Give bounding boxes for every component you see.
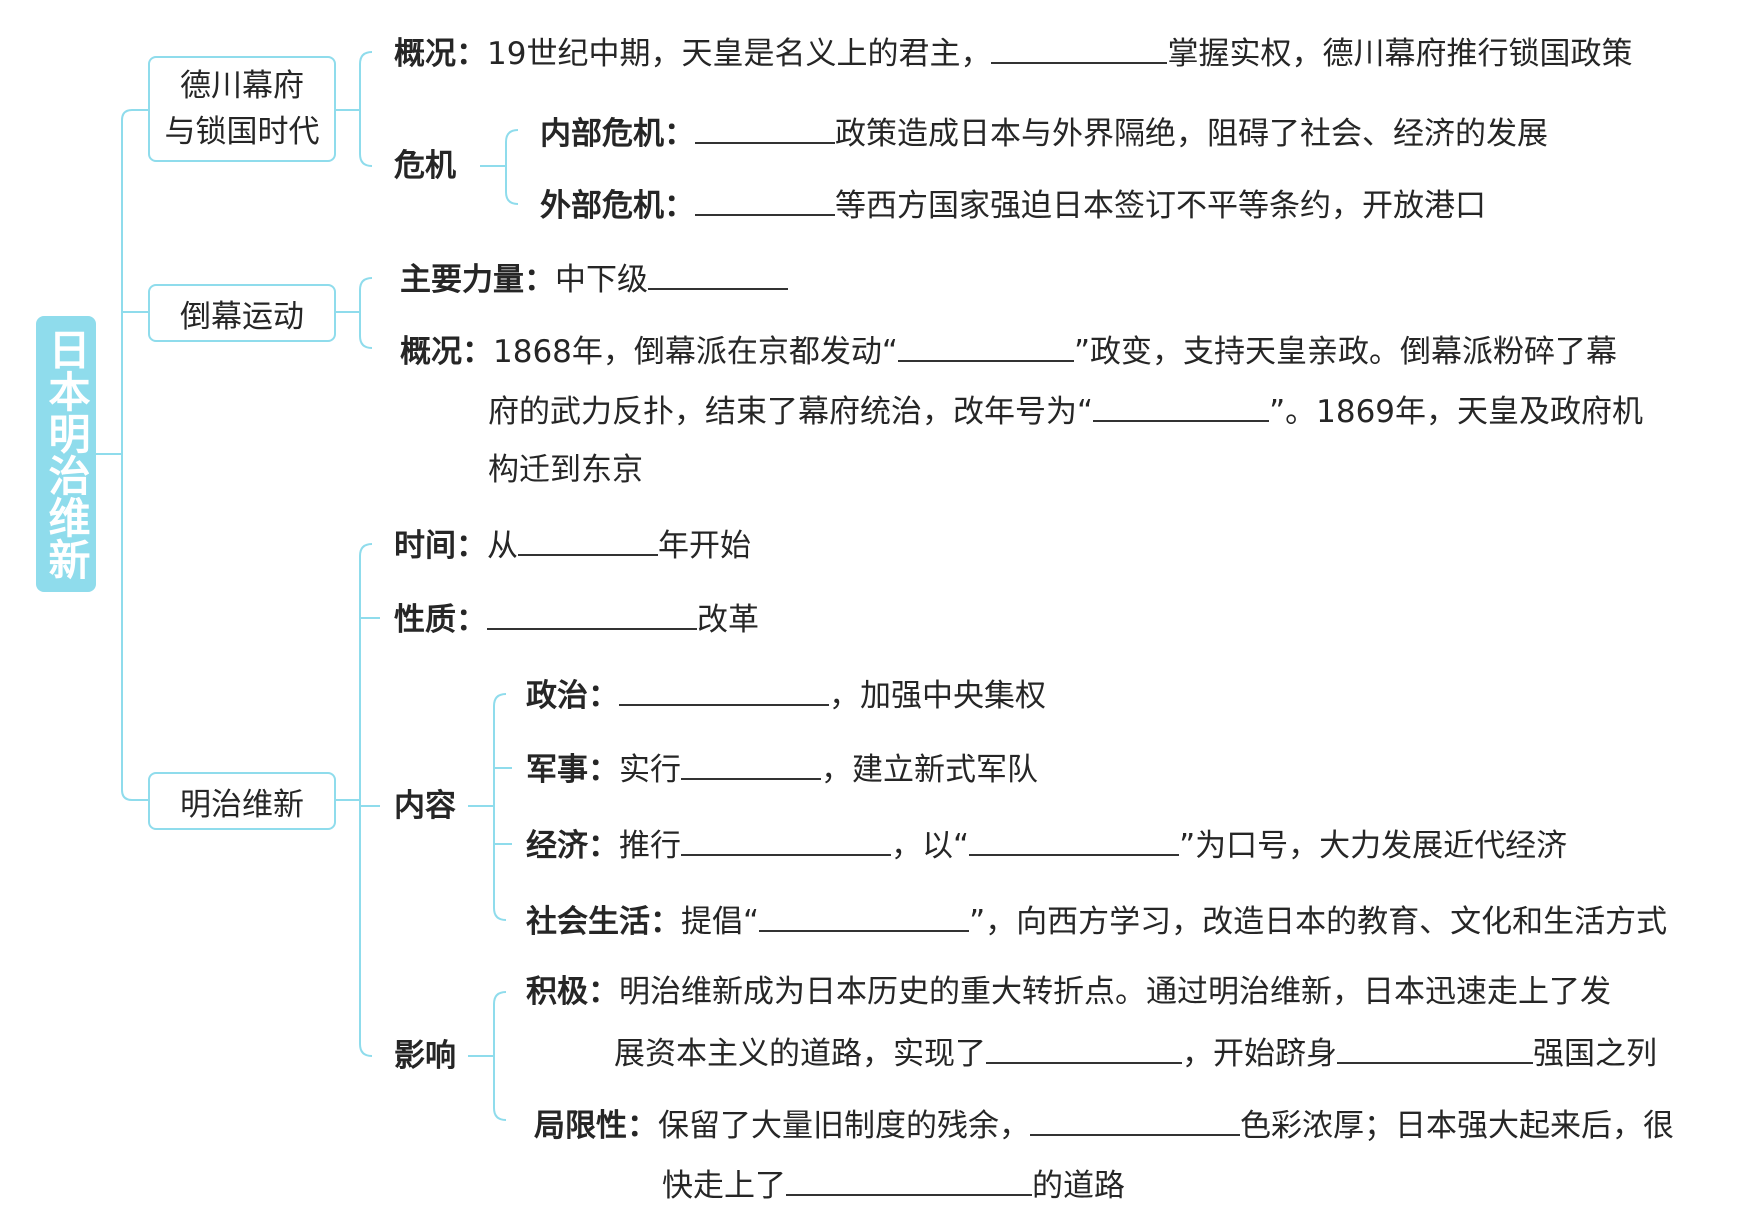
s2-ov2-pre: 府的武力反扑，结束了幕府统治，改年号为“: [488, 394, 1094, 430]
blank-field[interactable]: [897, 330, 1074, 362]
s3-time: 时间：从 年开始: [394, 524, 751, 566]
s2-overview-line2: 府的武力反扑，结束了幕府统治，改年号为“ ”。1869年，天皇及政府机: [488, 390, 1643, 432]
node-tokugawa-line2: 与锁国时代: [164, 114, 320, 150]
node-tokugawa: 德川幕府 与锁国时代: [148, 56, 336, 162]
s3-positive-2-pre: 展资本主义的道路，实现了: [614, 1036, 986, 1072]
b3-bracket: [359, 543, 373, 1057]
root-node: 日本明治维新: [36, 316, 96, 592]
s3-time-post: 年开始: [658, 528, 751, 564]
s2-force-label: 主要力量：: [400, 262, 555, 298]
s3-social: 社会生活：提倡“ ”，向西方学习，改造日本的教育、文化和生活方式: [526, 900, 1667, 942]
s1-crisis-label: 危机: [394, 148, 456, 184]
s3-economy-mid: ，以“: [891, 828, 970, 864]
s1-external: 外部危机： 等西方国家强迫日本签订不平等条约，开放港口: [540, 184, 1486, 226]
s3-limit-1-pre: 保留了大量旧制度的残余，: [658, 1108, 1030, 1144]
s3-positive-1: 明治维新成为日本历史的重大转折点。通过明治维新，日本迅速走上了发: [619, 974, 1611, 1010]
blank-field[interactable]: [759, 900, 970, 932]
s3-content-label: 内容: [394, 788, 456, 824]
s3-limit-label: 局限性：: [534, 1108, 658, 1144]
s3-limit-1-post: 色彩浓厚；日本强大起来后，很: [1240, 1108, 1674, 1144]
blank-field[interactable]: [969, 824, 1180, 856]
b1-bracket: [359, 51, 373, 167]
s1-overview-pre: 19世纪中期，天皇是名义上的君主，: [487, 36, 992, 72]
blank-field[interactable]: [991, 32, 1168, 64]
node-overthrow-label: 倒幕运动: [180, 298, 304, 335]
s3-limit-2-pre: 快走上了: [662, 1168, 786, 1204]
blank-field[interactable]: [518, 524, 658, 556]
s3-military: 军事：实行 ，建立新式军队: [526, 748, 1038, 790]
node-overthrow: 倒幕运动: [148, 284, 336, 342]
s3-positive-line1: 积极：明治维新成为日本历史的重大转折点。通过明治维新，日本迅速走上了发: [526, 972, 1611, 1012]
blank-field[interactable]: [648, 258, 788, 290]
s2-force-pre: 中下级: [555, 262, 648, 298]
blank-field[interactable]: [681, 824, 891, 856]
s2-overview-line1: 概况：1868年，倒幕派在京都发动“ ”政变，支持天皇亲政。倒幕派粉碎了幕: [400, 330, 1617, 372]
crisis-bracket: [505, 129, 519, 205]
s2-ov2-post: ”。1869年，天皇及政府机: [1269, 394, 1644, 430]
blank-field[interactable]: [1093, 390, 1270, 422]
blank-field[interactable]: [695, 112, 835, 144]
trunk-line: [121, 109, 133, 801]
s1-internal-post: 政策造成日本与外界隔绝，阻碍了社会、经济的发展: [835, 116, 1548, 152]
s1-external-post: 等西方国家强迫日本签订不平等条约，开放港口: [835, 188, 1486, 224]
s3-time-pre: 从: [487, 528, 518, 564]
s3-nature-label: 性质：: [394, 602, 487, 638]
s3-economy: 经济：推行 ，以“ ”为口号，大力发展近代经济: [526, 824, 1567, 866]
blank-field[interactable]: [695, 184, 835, 216]
blank-field[interactable]: [487, 598, 697, 630]
s2-ov1-post: ”政变，支持天皇亲政。倒幕派粉碎了幕: [1073, 334, 1618, 370]
blank-field[interactable]: [1337, 1032, 1533, 1064]
blank-field[interactable]: [681, 748, 821, 780]
root-title: 日本明治维新: [42, 328, 91, 580]
s1-overview-label: 概况：: [394, 36, 487, 72]
s1-overview: 概况：19世纪中期，天皇是名义上的君主， 掌握实权，德川幕府推行锁国政策: [394, 32, 1632, 74]
s3-impact-label: 影响: [394, 1038, 456, 1074]
blank-field[interactable]: [1030, 1104, 1240, 1136]
blank-field[interactable]: [786, 1164, 1032, 1196]
s3-military-pre: 实行: [619, 752, 681, 788]
s3-limit-line2: 快走上了 的道路: [662, 1164, 1125, 1206]
s3-politics-post: ，加强中央集权: [829, 678, 1046, 714]
s3-social-post: ”，向西方学习，改造日本的教育、文化和生活方式: [969, 904, 1668, 940]
s2-ov1-pre: 1868年，倒幕派在京都发动“: [493, 334, 898, 370]
node-meiji: 明治维新: [148, 772, 336, 830]
s2-overview-line3: 构迁到东京: [488, 452, 643, 488]
s2-force: 主要力量：中下级: [400, 258, 788, 300]
s3-economy-pre: 推行: [619, 828, 681, 864]
s3-limit-line1: 局限性：保留了大量旧制度的残余， 色彩浓厚；日本强大起来后，很: [534, 1104, 1674, 1146]
impact-bracket: [493, 991, 507, 1121]
content-bracket: [493, 693, 507, 921]
s3-social-label: 社会生活：: [526, 904, 681, 940]
b2-bracket: [359, 277, 373, 349]
s3-economy-label: 经济：: [526, 828, 619, 864]
s3-limit-2-post: 的道路: [1032, 1168, 1125, 1204]
s1-internal-label: 内部危机：: [540, 116, 695, 152]
s1-external-label: 外部危机：: [540, 188, 695, 224]
s3-military-post: ，建立新式军队: [821, 752, 1038, 788]
s3-positive-2-mid: ，开始跻身: [1182, 1036, 1337, 1072]
s3-politics: 政治： ，加强中央集权: [526, 674, 1046, 716]
node-meiji-label: 明治维新: [180, 786, 304, 823]
blank-field[interactable]: [619, 674, 829, 706]
s3-nature: 性质： 改革: [394, 598, 759, 640]
s3-economy-post: ”为口号，大力发展近代经济: [1179, 828, 1568, 864]
s2-overview-label: 概况：: [400, 334, 493, 370]
s3-politics-label: 政治：: [526, 678, 619, 714]
s3-positive-label: 积极：: [526, 974, 619, 1010]
s1-overview-post: 掌握实权，德川幕府推行锁国政策: [1167, 36, 1633, 72]
s3-nature-post: 改革: [697, 602, 759, 638]
s3-positive-line2: 展资本主义的道路，实现了 ，开始跻身 强国之列: [614, 1032, 1657, 1074]
blank-field[interactable]: [986, 1032, 1182, 1064]
s3-military-label: 军事：: [526, 752, 619, 788]
s3-positive-2-post: 强国之列: [1533, 1036, 1657, 1072]
node-tokugawa-line1: 德川幕府: [180, 68, 304, 104]
s3-social-pre: 提倡“: [681, 904, 760, 940]
s1-internal: 内部危机： 政策造成日本与外界隔绝，阻碍了社会、经济的发展: [540, 112, 1548, 154]
s3-time-label: 时间：: [394, 528, 487, 564]
